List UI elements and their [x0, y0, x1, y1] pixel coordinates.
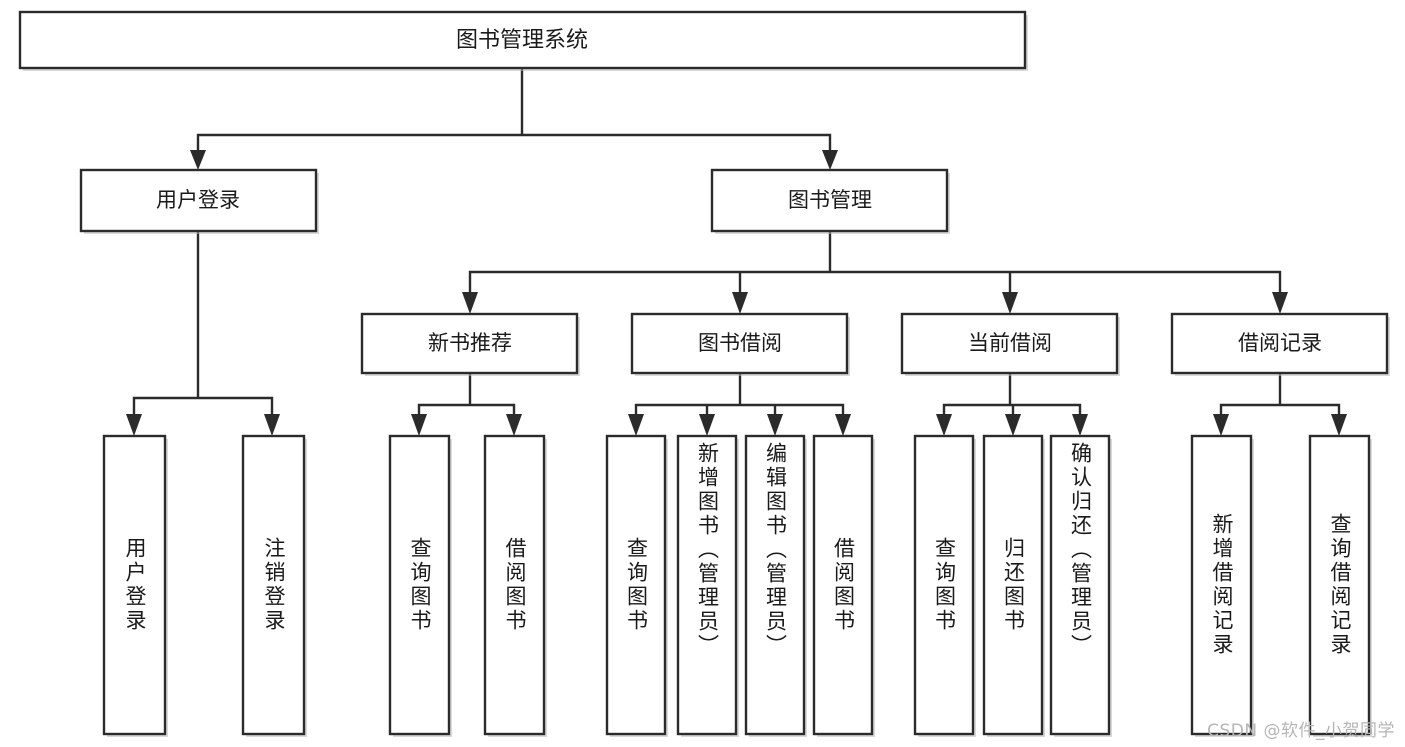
arrow-to-current-borrow [1002, 292, 1018, 314]
new-book-rec-box[interactable] [360, 312, 579, 375]
leaf-return-book-box[interactable] [982, 434, 1044, 736]
node-book-borrow[interactable]: 图书借阅 [630, 312, 850, 376]
edge-user-login-trunk [132, 229, 274, 418]
edge-borrow-record-trunk [1219, 371, 1341, 420]
borrow-record-box[interactable] [1170, 312, 1389, 375]
leaf-logout-login-box[interactable] [241, 434, 306, 736]
leaf-borrow-book-rec-box[interactable] [483, 434, 546, 736]
borrow-record-label: 借阅记录 [1238, 331, 1322, 355]
leaf-query-record-box[interactable] [1308, 434, 1371, 736]
node-book-manage[interactable]: 图书管理 [710, 168, 950, 234]
arrow-to-leaf-confirm-return [1072, 414, 1088, 436]
root-label: 图书管理系统 [456, 28, 588, 53]
arrow-to-leaf-add-book [699, 414, 715, 436]
current-borrow-box[interactable] [900, 312, 1119, 375]
arrow-root-to-book-manage [822, 150, 838, 170]
arrow-to-leaf-user-login [126, 414, 142, 436]
node-current-borrow[interactable]: 当前借阅 [900, 312, 1120, 376]
leaf-user-login-box[interactable] [102, 434, 167, 736]
leaf-query-book-current-box[interactable] [913, 434, 975, 736]
arrow-to-leaf-return-book [1005, 414, 1021, 436]
arrow-to-book-borrow [732, 292, 748, 314]
leaf-add-record-box[interactable] [1190, 434, 1253, 736]
leaf-confirm-return-box[interactable] [1049, 434, 1111, 736]
node-root[interactable]: 图书管理系统 [18, 10, 1028, 71]
user-login-label: 用户登录 [156, 188, 240, 212]
arrow-to-leaf-add-record [1213, 414, 1229, 436]
edge-book-manage-trunk [468, 229, 1282, 294]
current-borrow-label: 当前借阅 [968, 331, 1052, 355]
leaf-query-book-borrow-box[interactable] [605, 434, 667, 736]
arrow-to-leaf-edit-book [767, 414, 783, 436]
edge-current-borrow-trunk [942, 371, 1082, 420]
user-login-box[interactable] [79, 168, 318, 233]
arrow-to-leaf-query-book-borrow [628, 414, 644, 436]
arrow-to-leaf-query-book-current [936, 414, 952, 436]
edge-book-borrow-trunk [634, 371, 845, 420]
edge-new-book-rec-trunk [417, 371, 516, 420]
node-new-book-rec[interactable]: 新书推荐 [360, 312, 580, 376]
arrow-to-leaf-logout-login [264, 414, 280, 436]
book-borrow-box[interactable] [630, 312, 849, 375]
arrow-to-leaf-borrow-book [835, 414, 851, 436]
root-box[interactable] [18, 10, 1027, 70]
leaf-boxes [102, 434, 1372, 737]
leaf-borrow-book-box[interactable] [812, 434, 874, 736]
edge-root-trunk [196, 66, 832, 159]
node-borrow-record[interactable]: 借阅记录 [1170, 312, 1390, 376]
arrow-root-to-user-login [190, 150, 206, 170]
leaf-add-book-box[interactable] [676, 434, 738, 736]
arrow-to-borrow-record [1272, 292, 1288, 314]
arrow-to-leaf-query-book-rec [411, 414, 427, 436]
edge-layer [126, 66, 1347, 436]
leaf-query-book-rec-box[interactable] [388, 434, 451, 736]
book-borrow-label: 图书借阅 [698, 331, 782, 355]
node-user-login[interactable]: 用户登录 [79, 168, 319, 234]
book-manage-label: 图书管理 [788, 188, 872, 212]
arrow-to-leaf-borrow-book-rec [506, 414, 522, 436]
arrow-to-new-book-rec [462, 292, 478, 314]
book-manage-box[interactable] [710, 168, 949, 233]
arrow-to-leaf-query-record [1331, 414, 1347, 436]
leaf-edit-book-box[interactable] [744, 434, 806, 736]
new-book-rec-label: 新书推荐 [428, 331, 512, 355]
